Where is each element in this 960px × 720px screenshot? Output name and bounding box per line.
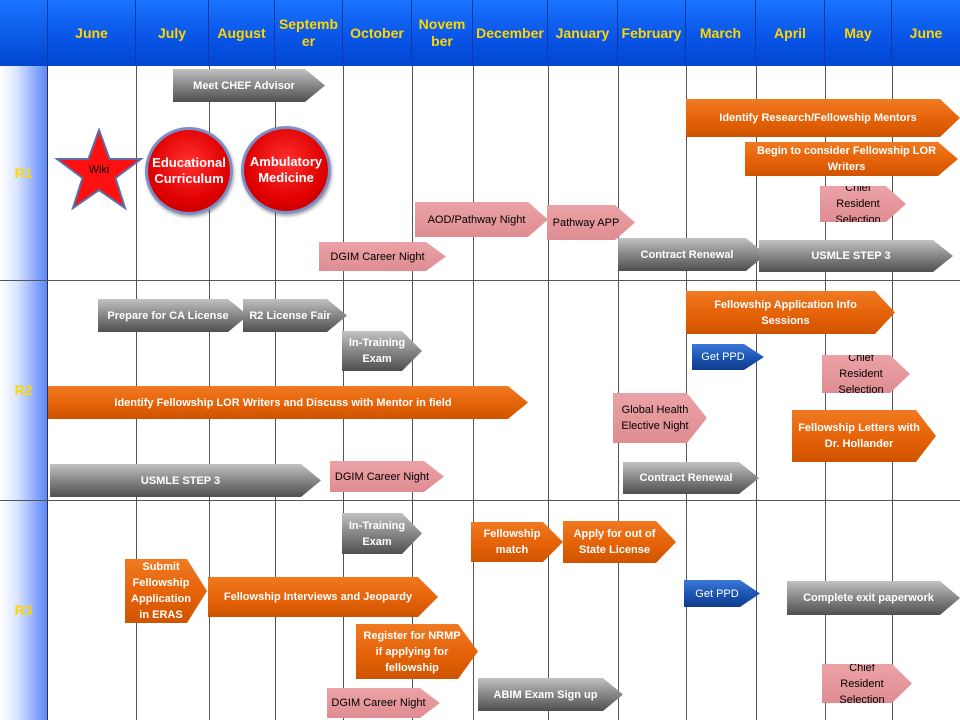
wiki-star[interactable]: Wiki [53,127,145,212]
r1-contract-renewal-arrow[interactable]: Contract Renewal [618,238,766,271]
r3-in-training-exam-arrow[interactable]: In-Training Exam [342,513,422,554]
row-label-r1: R1 [0,66,48,280]
identify-lor-writers-arrow[interactable]: Identify Fellowship LOR Writers and Disc… [48,386,528,419]
month-header-july: July [136,0,209,66]
star-icon [53,127,145,211]
month-header-june: June [48,0,136,66]
wiki-label: Wiki [88,164,110,176]
r2-usmle-step3-arrow[interactable]: USMLE STEP 3 [50,464,321,497]
register-nrmp-arrow[interactable]: Register for NRMP if applying for fellow… [356,624,478,679]
month-header-august: August [209,0,275,66]
pathway-app-arrow[interactable]: Pathway APP [547,205,635,240]
month-header-may: May [825,0,892,66]
submit-eras-arrow[interactable]: Submit Fellowship Application in ERAS [125,559,207,623]
row-divider [0,500,960,501]
month-header-february: February [618,0,686,66]
row-label-r2: R2 [0,280,48,500]
month-header-april: April [756,0,825,66]
abim-signup-arrow[interactable]: ABIM Exam Sign up [478,678,623,711]
educational-curriculum-circle[interactable]: Educational Curriculum [145,127,233,215]
aod-pathway-night-arrow[interactable]: AOD/Pathway Night [415,202,548,237]
grid-line [892,66,893,720]
r3-chief-resident-selection-arrow[interactable]: Chief Resident Selection [822,664,912,703]
month-header-october: October [343,0,412,66]
month-header-june-end: June [892,0,960,66]
apply-out-of-state-arrow[interactable]: Apply for out of State License [563,521,676,563]
row-label-r3: R3 [0,500,48,720]
fellowship-match-arrow[interactable]: Fellowship match [471,522,563,562]
global-health-night-arrow[interactable]: Global Health Elective Night [613,393,707,443]
r1-dgim-career-night-arrow[interactable]: DGIM Career Night [319,242,446,271]
r2-chief-resident-selection-arrow[interactable]: Chief Resident Selection [822,355,910,393]
fellowship-letters-arrow[interactable]: Fellowship Letters with Dr. Hollander [792,410,936,462]
r2-contract-renewal-arrow[interactable]: Contract Renewal [623,462,759,494]
grid-line [756,66,757,720]
r2-license-fair-arrow[interactable]: R2 License Fair [243,299,347,332]
month-header-march: March [686,0,756,66]
r2-dgim-career-night-arrow[interactable]: DGIM Career Night [330,461,444,492]
r2-get-ppd-arrow[interactable]: Get PPD [692,344,764,370]
interviews-jeopardy-arrow[interactable]: Fellowship Interviews and Jeopardy [208,577,438,617]
row-divider [0,280,960,281]
month-header-november: November [412,0,473,66]
grid-line [548,66,549,720]
r3-dgim-career-night-arrow[interactable]: DGIM Career Night [327,688,440,718]
month-header-september: September [275,0,343,66]
header-corner [0,0,48,66]
r3-get-ppd-arrow[interactable]: Get PPD [684,580,760,607]
ambulatory-medicine-circle[interactable]: Ambulatory Medicine [241,126,331,214]
month-header-december: December [473,0,548,66]
prepare-ca-license-arrow[interactable]: Prepare for CA License [98,299,248,332]
meet-chef-advisor-arrow[interactable]: Meet CHEF Advisor [173,69,325,102]
r1-chief-resident-selection-arrow[interactable]: Chief Resident Selection [820,186,906,222]
fellowship-info-sessions-arrow[interactable]: Fellowship Application Info Sessions [686,291,895,334]
exit-paperwork-arrow[interactable]: Complete exit paperwork [787,581,960,615]
begin-lor-writers-arrow[interactable]: Begin to consider Fellowship LOR Writers [745,142,958,176]
r1-usmle-step3-arrow[interactable]: USMLE STEP 3 [759,240,953,272]
grid-line [825,66,826,720]
r2-in-training-exam-arrow[interactable]: In-Training Exam [342,331,422,371]
month-header-january: January [548,0,618,66]
identify-research-mentors-arrow[interactable]: Identify Research/Fellowship Mentors [686,99,960,137]
